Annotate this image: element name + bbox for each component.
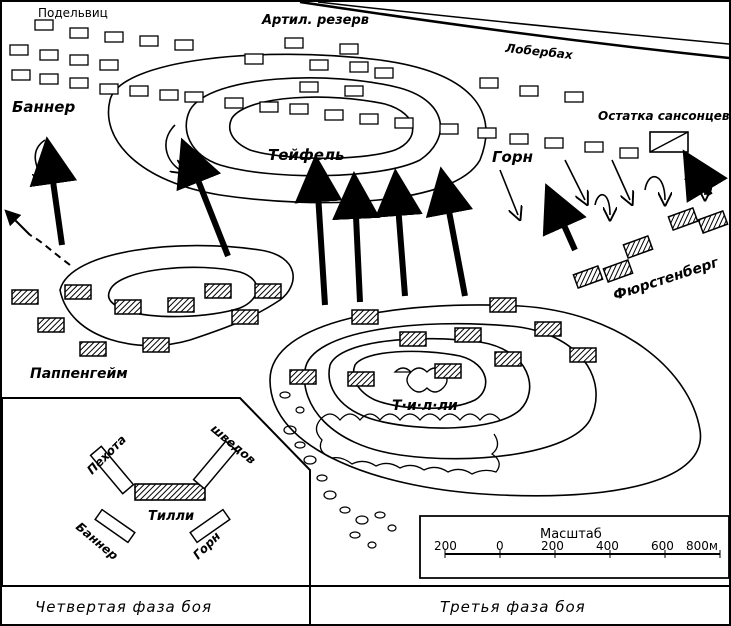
caption-phase4: Четвертая фаза боя <box>35 598 212 616</box>
woods <box>315 367 501 475</box>
contours-tilly <box>269 304 702 497</box>
scale-title: Масштаб <box>540 527 602 542</box>
dashed-route <box>29 234 71 266</box>
dashed-route-arrow <box>4 209 31 236</box>
label-artillery-reserve: Артил. резерв <box>261 13 369 28</box>
scale-tick-5: 800м <box>686 539 718 553</box>
scale-tick-1: 0 <box>496 539 504 553</box>
scale-tick-0: 200 <box>434 539 457 553</box>
scale-tick-2: 200 <box>541 539 564 553</box>
attack-arrows <box>29 136 728 306</box>
caption-phase3: Третья фаза боя <box>440 598 586 616</box>
inset-phase4 <box>1 397 311 587</box>
label-tilly: Т·и·л·ли <box>392 398 458 414</box>
label-horn: Горн <box>492 148 533 166</box>
scale-tick-4: 600 <box>651 539 674 553</box>
terrain-marks <box>279 391 397 549</box>
label-podelvitsy: Подельвиц <box>38 6 108 20</box>
inset-label-tilly: Тилли <box>148 509 194 524</box>
thin-arrows <box>35 124 705 215</box>
label-pappenheim: Паппенгейм <box>30 366 128 382</box>
swedish-units-top <box>9 19 639 159</box>
label-saxon-remnants: Остатка сансонцев <box>598 109 730 123</box>
contours-teufel <box>107 53 487 204</box>
label-banner: Баннер <box>12 98 75 116</box>
imperial-units <box>11 207 729 387</box>
label-teufel: Тейфель <box>268 146 344 164</box>
scale-tick-3: 400 <box>596 539 619 553</box>
label-loberbach: Лобербах <box>504 41 575 62</box>
scale-box <box>419 515 730 579</box>
river-loberbach <box>299 0 730 60</box>
